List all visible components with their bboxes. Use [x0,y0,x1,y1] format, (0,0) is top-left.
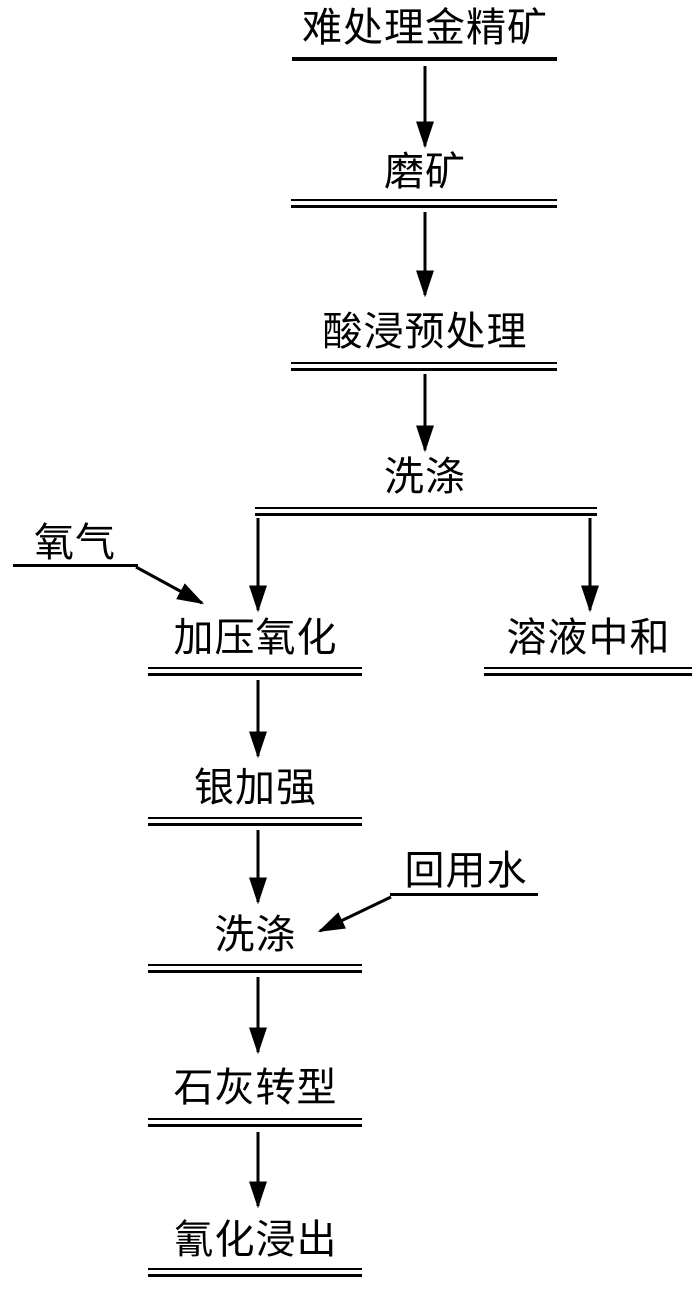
edge-oxygen-pressure-oxidation [135,565,205,605]
node-cyanide-leaching: 氰化浸出 [173,1217,338,1263]
node-washing-1: 洗涤 [384,454,466,500]
node-acid-leach-pretreatment: 酸浸预处理 [322,309,528,355]
platform-cyanide-leaching [148,1268,362,1277]
node-oxygen-input: 氧气 [34,520,116,566]
node-lime-conversion: 石灰转型 [173,1065,338,1111]
node-grinding: 磨矿 [384,149,466,195]
platform-washing-2 [148,964,362,973]
node-source: 难处理金精矿 [302,5,548,51]
platform-acid-leach-pretreatment [291,362,557,371]
platform-grinding [291,199,557,208]
platform-solution-neutralization [484,667,692,676]
node-solution-neutralization: 溶液中和 [506,615,671,661]
underline-recycled-water [390,893,538,896]
underline-oxygen [13,564,138,567]
node-silver-enhancement: 银加强 [194,765,317,811]
node-recycled-water-input: 回用水 [404,848,528,894]
underline-source [292,57,557,61]
platform-silver-enhancement [148,817,362,826]
platform-lime-conversion [148,1118,362,1127]
platform-washing-1 [255,507,597,516]
node-washing-2: 洗涤 [214,912,297,958]
platform-pressure-oxidation [148,667,362,676]
node-pressure-oxidation: 加压氧化 [173,615,338,661]
